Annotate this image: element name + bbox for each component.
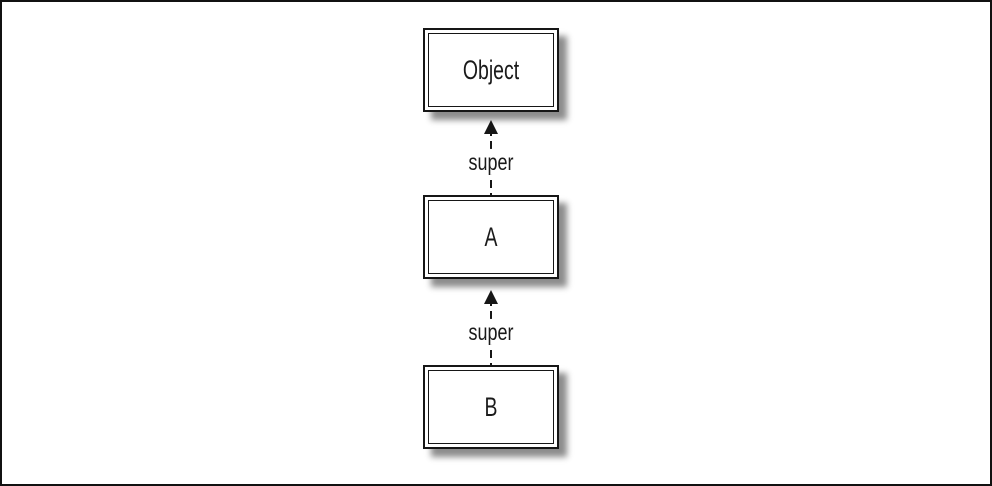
class-box-object-inner: Object <box>428 33 554 107</box>
super-label: super <box>466 318 516 346</box>
class-label-object: Object <box>462 54 520 85</box>
super-edge-b-to-a: super <box>461 288 521 365</box>
class-box-b-inner: B <box>428 370 554 444</box>
super-label: super <box>466 148 516 176</box>
class-box-b: B <box>423 365 559 449</box>
super-edge-a-to-object: super <box>461 118 521 195</box>
class-box-a: A <box>423 195 559 279</box>
class-box-a-inner: A <box>428 200 554 274</box>
arrow-up-icon <box>484 120 498 134</box>
arrow-up-icon <box>484 290 498 304</box>
class-label-b: B <box>484 391 498 422</box>
class-box-object: Object <box>423 28 559 112</box>
class-label-a: A <box>484 221 498 252</box>
